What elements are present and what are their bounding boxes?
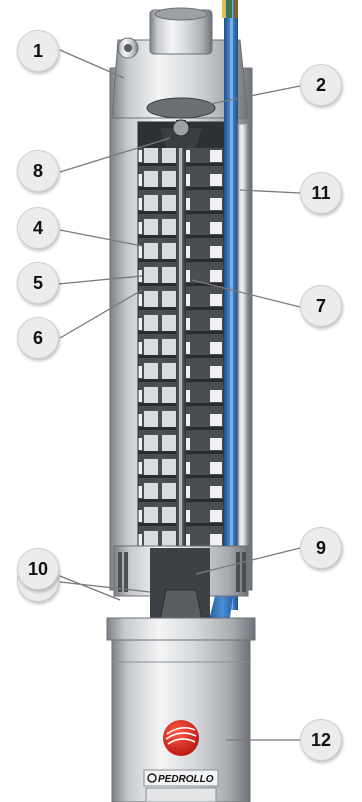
callout-2: 2 bbox=[300, 64, 342, 106]
callout-12-label: 12 bbox=[311, 730, 331, 751]
callout-4: 4 bbox=[17, 207, 59, 249]
callout-5-label: 5 bbox=[33, 273, 43, 294]
callout-8: 8 bbox=[17, 150, 59, 192]
callout-4-label: 4 bbox=[33, 218, 43, 239]
callout-7: 7 bbox=[300, 285, 342, 327]
callout-10: 10 bbox=[17, 548, 59, 590]
callout-2-label: 2 bbox=[316, 75, 326, 96]
callout-9: 9 bbox=[300, 527, 342, 569]
callout-6: 6 bbox=[17, 317, 59, 359]
callout-7-label: 7 bbox=[316, 296, 326, 317]
callout-9-label: 9 bbox=[316, 538, 326, 559]
callout-10-label: 10 bbox=[28, 559, 48, 580]
callout-5: 5 bbox=[17, 262, 59, 304]
callout-1-label: 1 bbox=[33, 41, 43, 62]
callout-8-label: 8 bbox=[33, 161, 43, 182]
callout-1: 1 bbox=[17, 30, 59, 72]
callout-6-label: 6 bbox=[33, 328, 43, 349]
callout-11: 11 bbox=[300, 172, 342, 214]
callout-12: 12 bbox=[300, 719, 342, 761]
callout-11-label: 11 bbox=[311, 183, 330, 204]
